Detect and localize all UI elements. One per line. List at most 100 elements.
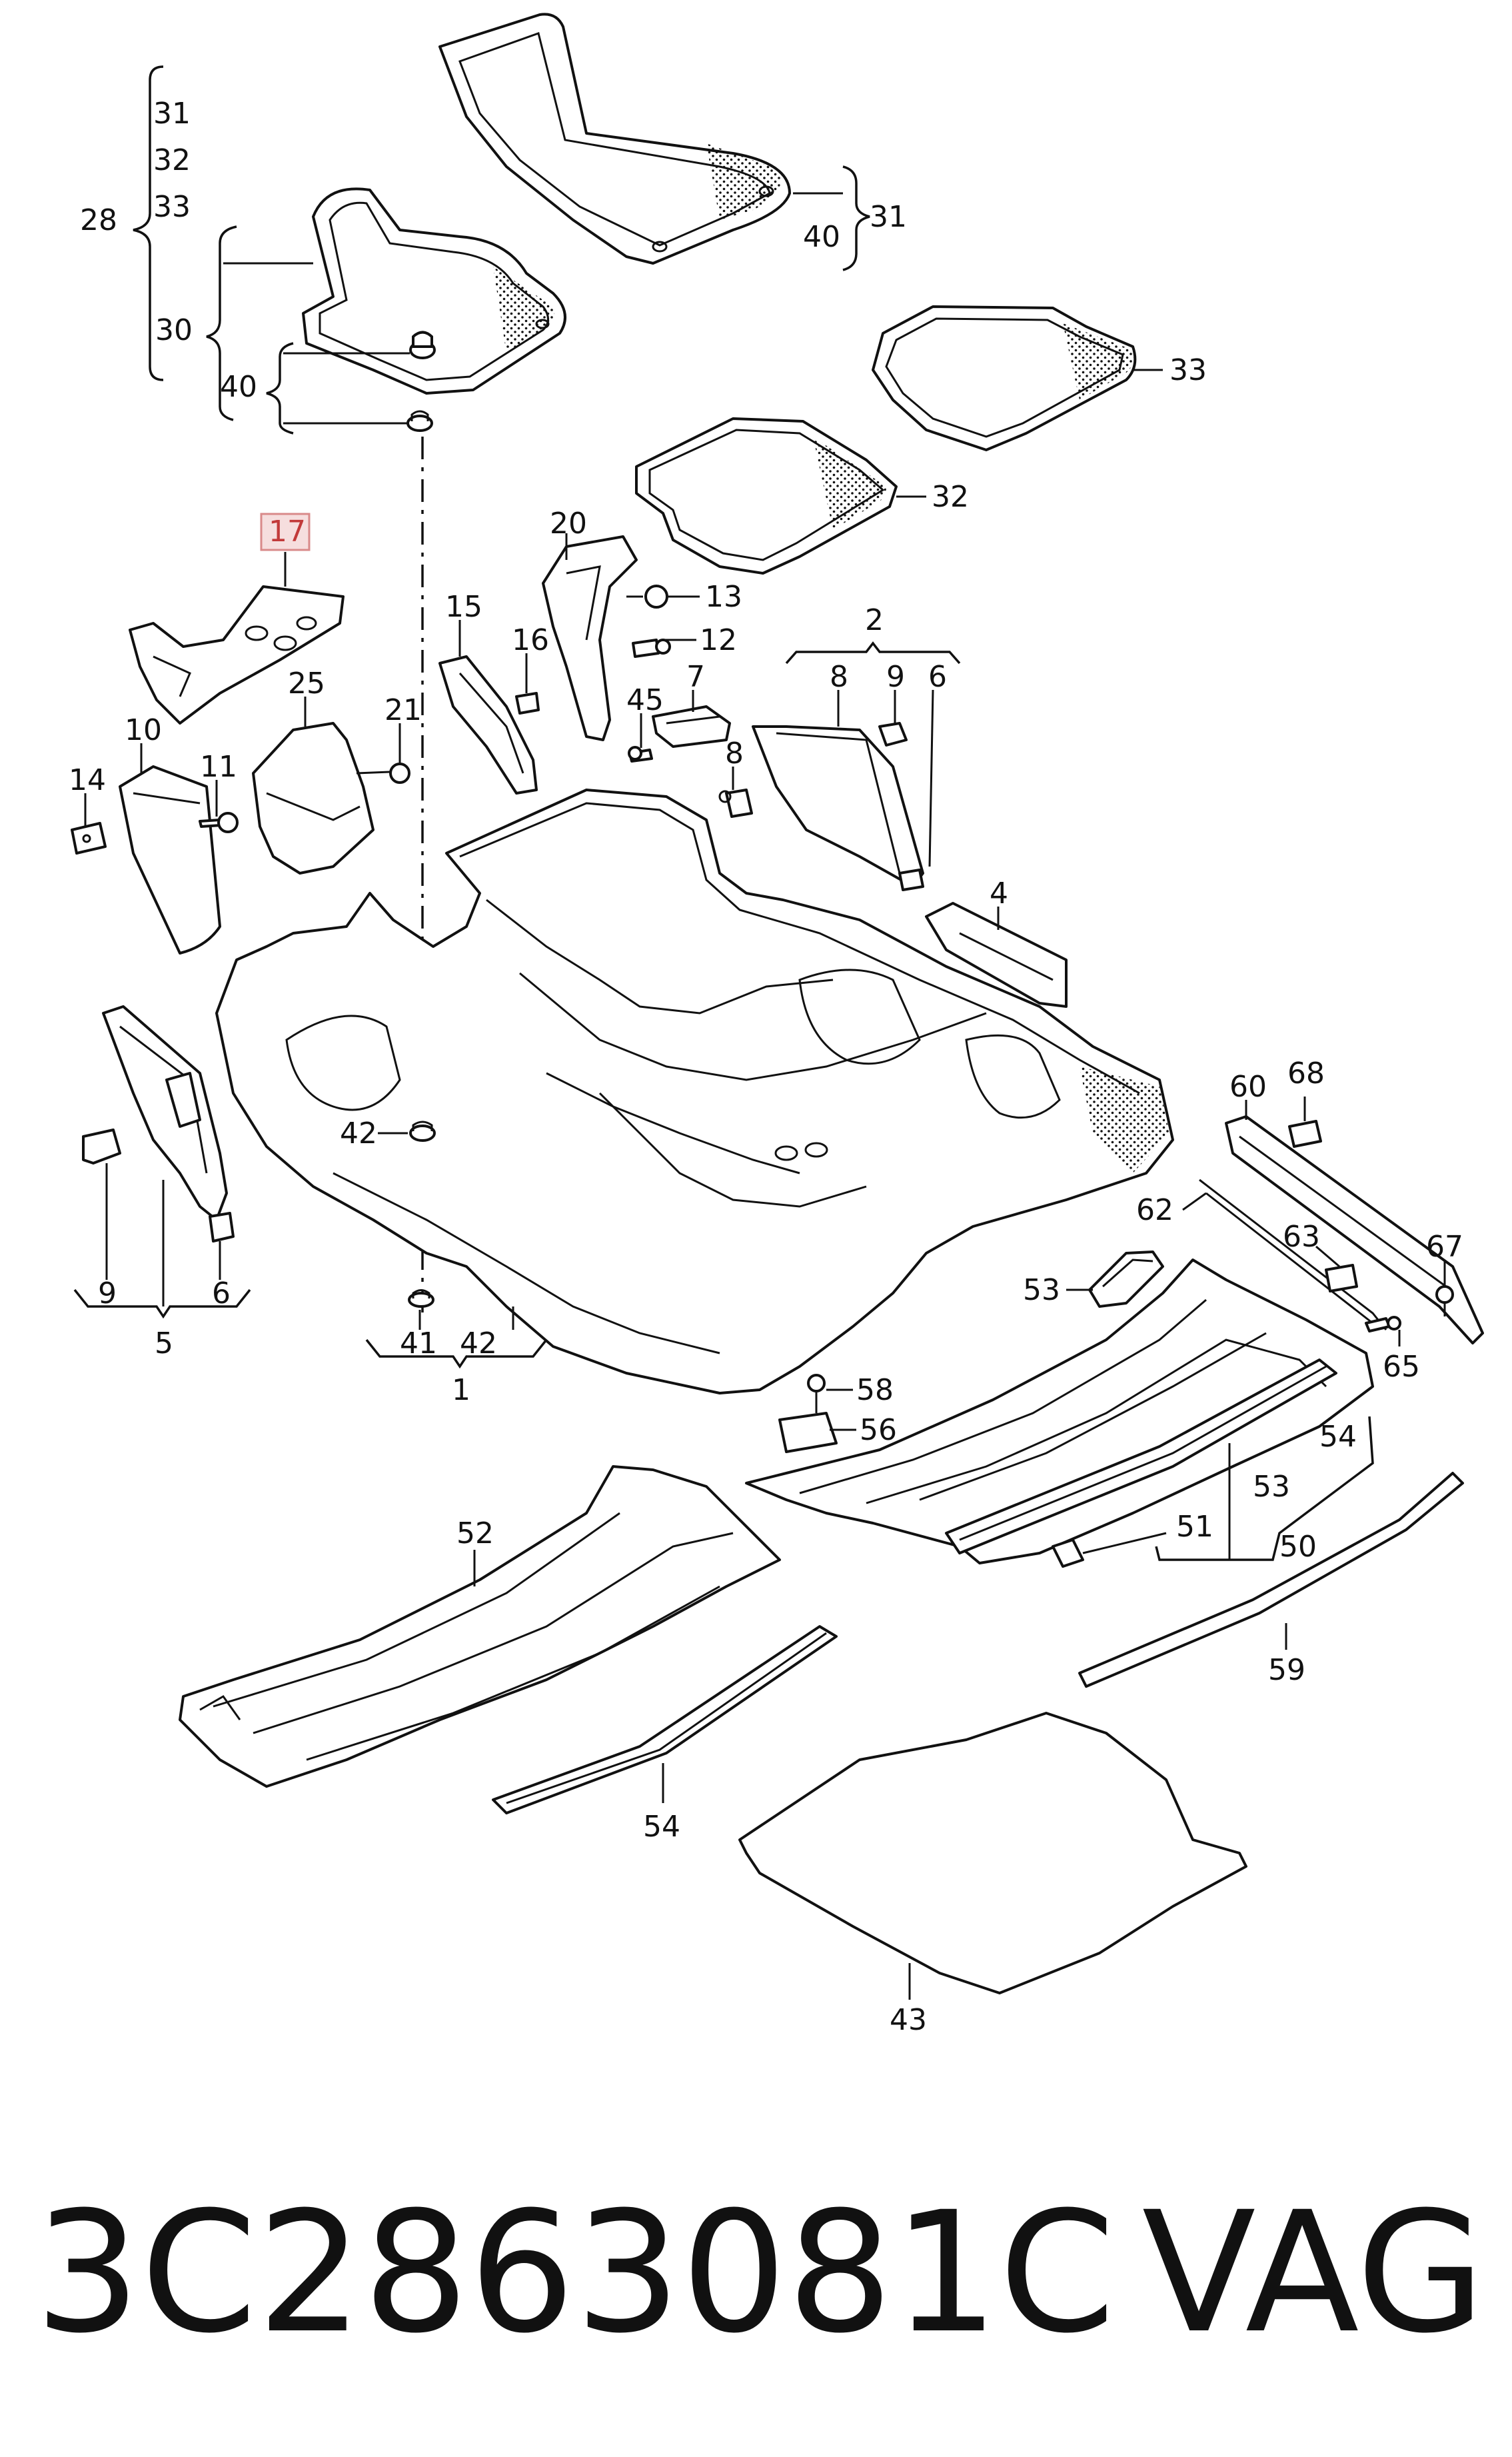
trim-strip-60 <box>1225 1115 1484 1344</box>
front-left-floor-mat <box>438 13 791 265</box>
rear-right-floor-mat <box>635 417 898 575</box>
callout-54-left: 54 <box>643 1810 680 1844</box>
callout-32-top: 32 <box>153 143 191 177</box>
callout-13: 13 <box>705 580 742 614</box>
callout-10: 10 <box>125 713 162 747</box>
callout-42-top: 42 <box>340 1117 377 1151</box>
callout-8-sill: 8 <box>830 660 848 694</box>
left-sill-trim-5 <box>102 1005 228 1221</box>
sill-strip-4 <box>925 902 1068 1008</box>
insulation-pad-25 <box>252 722 375 875</box>
callout-21: 21 <box>384 693 422 727</box>
callout-31-top: 31 <box>153 97 191 131</box>
callout-28: 28 <box>80 203 117 237</box>
callout-4: 4 <box>990 877 1008 911</box>
callout-33-right: 33 <box>1169 353 1207 387</box>
sill-trim-8-9-6 <box>752 722 924 891</box>
callout-50: 50 <box>1279 1530 1317 1564</box>
callout-8-clip: 8 <box>725 737 744 771</box>
grip-strip-54-left <box>492 1625 838 1814</box>
callout-9-left: 9 <box>98 1276 117 1310</box>
clip-58-56 <box>778 1374 838 1453</box>
callout-14: 14 <box>69 763 106 797</box>
trim-bracket-15 <box>438 655 538 795</box>
bracket-clip-14 <box>71 822 107 855</box>
callout-1: 1 <box>452 1373 470 1407</box>
luggage-floor-cover-52 <box>179 1465 781 1788</box>
clip-16 <box>515 692 540 715</box>
floor-carpet-assembly <box>215 789 1174 1394</box>
callout-20: 20 <box>550 507 587 541</box>
clip-9 <box>82 1129 121 1165</box>
callout-16: 16 <box>512 623 549 657</box>
callout-54-right: 54 <box>1319 1420 1357 1454</box>
screw-67 <box>1435 1285 1454 1316</box>
carpet-clip-42 <box>409 1121 436 1142</box>
clip-63 <box>1325 1264 1358 1292</box>
screw-65 <box>1365 1316 1401 1332</box>
clip-8 <box>718 789 753 818</box>
grip-strip-54-right <box>945 1358 1337 1554</box>
callout-53-cover: 53 <box>1253 1470 1290 1504</box>
callout-labels: 31 32 33 28 30 40 40 31 33 32 17 20 13 1… <box>69 97 1463 2037</box>
bolt-12 <box>632 639 671 658</box>
nut-21 <box>356 763 410 784</box>
screw-45 <box>628 746 653 763</box>
luggage-mat-43 <box>738 1712 1247 1994</box>
callout-6-sill: 6 <box>928 660 947 694</box>
carpet-clip-41 <box>408 1289 434 1308</box>
handle-53 <box>1088 1250 1164 1308</box>
mat-retaining-clip <box>406 331 436 432</box>
callout-33-top: 33 <box>153 190 191 224</box>
callout-31-right: 31 <box>870 200 907 234</box>
highlight-box-17 <box>260 513 311 551</box>
callout-30: 30 <box>155 313 193 347</box>
expanding-nut-13 <box>626 585 668 609</box>
callout-2: 2 <box>865 603 884 637</box>
callout-52: 52 <box>456 1516 494 1550</box>
callout-15: 15 <box>445 590 482 624</box>
bracket-7 <box>652 705 731 748</box>
callout-43: 43 <box>890 2003 927 2037</box>
callout-62: 62 <box>1136 1193 1173 1227</box>
callout-5: 5 <box>155 1326 173 1360</box>
heat-shield-panel <box>129 585 345 725</box>
callout-65: 65 <box>1383 1350 1420 1384</box>
luggage-floor-cover-50 <box>745 1258 1374 1564</box>
left-footwell-trim-10 <box>119 765 221 955</box>
callout-51: 51 <box>1176 1510 1213 1544</box>
trim-strip-59 <box>1078 1472 1464 1688</box>
callout-60: 60 <box>1229 1070 1267 1104</box>
callout-32-right: 32 <box>932 480 969 514</box>
brand-label: VAG <box>1141 2176 1485 2370</box>
callout-63: 63 <box>1283 1220 1320 1254</box>
callout-67: 67 <box>1426 1230 1463 1264</box>
leader-lines <box>73 65 1446 2000</box>
callout-40-right: 40 <box>803 220 840 254</box>
callout-11: 11 <box>200 750 237 784</box>
callout-12: 12 <box>700 623 737 657</box>
screw-11 <box>199 812 239 833</box>
clip-51 <box>1052 1538 1084 1568</box>
callout-59: 59 <box>1268 1653 1305 1687</box>
part-number-label: 3C2863081C <box>35 2176 1116 2370</box>
callout-58: 58 <box>856 1373 894 1407</box>
callout-68: 68 <box>1287 1057 1325 1091</box>
callout-9-sill: 9 <box>886 660 905 694</box>
callout-45: 45 <box>626 683 664 717</box>
clip-6 <box>209 1212 235 1242</box>
rear-left-floor-mat <box>872 305 1137 451</box>
callout-17: 17 <box>269 515 306 549</box>
callout-41: 41 <box>400 1326 437 1360</box>
callout-53-handle: 53 <box>1023 1273 1060 1307</box>
callout-7: 7 <box>686 660 705 694</box>
callout-25: 25 <box>288 667 325 701</box>
callout-40-left: 40 <box>220 370 257 404</box>
callout-56: 56 <box>860 1413 897 1447</box>
callout-42-bottom: 42 <box>460 1326 497 1360</box>
callout-6-left: 6 <box>212 1276 231 1310</box>
a-pillar-trim-20 <box>542 535 638 741</box>
front-right-floor-mat <box>302 187 566 395</box>
clip-68 <box>1288 1120 1322 1148</box>
